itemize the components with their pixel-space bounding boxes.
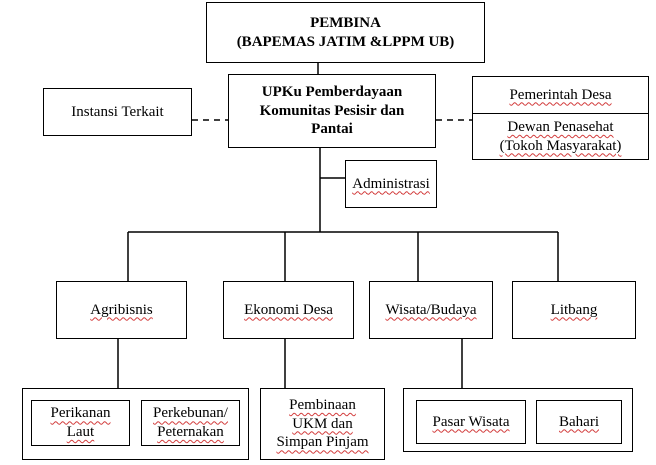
perikanan-laut-box: Perikanan Laut xyxy=(31,400,130,446)
pasar-wisata-label: Pasar Wisata xyxy=(432,413,510,430)
pembina-title: PEMBINA xyxy=(310,14,381,31)
bahari-label: Bahari xyxy=(559,413,599,430)
instansi-terkait-box: Instansi Terkait xyxy=(43,88,192,136)
ekonomi-desa-box: Ekonomi Desa xyxy=(223,281,354,339)
perkebunan-peternakan-label: Perkebunan/ Peternakan xyxy=(153,405,228,440)
pemerintah-dewan-box: Pemerintah Desa Dewan Penasehat (Tokoh M… xyxy=(472,76,649,160)
pasar-wisata-box: Pasar Wisata xyxy=(416,400,526,444)
dewan-penasehat-label: Dewan Penasehat (Tokoh Masyarakat) xyxy=(499,118,622,154)
wisata-budaya-box: Wisata/Budaya xyxy=(369,281,493,339)
wisata-budaya-label: Wisata/Budaya xyxy=(385,301,477,318)
upk-label: UPKu Pemberdayaan Komunitas Pesisir dan … xyxy=(259,83,405,138)
pembina-box: PEMBINA (BAPEMAS JATIM &LPPM UB) xyxy=(206,2,485,63)
perkebunan-peternakan-box: Perkebunan/ Peternakan xyxy=(141,400,240,446)
administrasi-label: Administrasi xyxy=(352,175,430,192)
agribisnis-box: Agribisnis xyxy=(56,281,187,339)
litbang-label: Litbang xyxy=(550,301,598,318)
wisata-sub-container: Pasar Wisata Bahari xyxy=(403,388,633,452)
pembinaan-ukm-box: Pembinaan UKM dan Simpan Pinjam xyxy=(260,388,385,460)
pembinaan-ukm-label: Pembinaan UKM dan Simpan Pinjam xyxy=(276,396,369,451)
pemerintah-desa-label: Pemerintah Desa xyxy=(509,86,612,103)
agribisnis-sub-container: Perikanan Laut Perkebunan/ Peternakan xyxy=(22,388,249,460)
bahari-box: Bahari xyxy=(536,400,622,444)
perikanan-laut-label: Perikanan Laut xyxy=(50,405,111,440)
upk-box: UPKu Pemberdayaan Komunitas Pesisir dan … xyxy=(228,74,436,148)
litbang-box: Litbang xyxy=(512,281,636,339)
agribisnis-label: Agribisnis xyxy=(90,301,153,318)
pembina-subtitle: (BAPEMAS JATIM &LPPM UB) xyxy=(236,33,455,50)
administrasi-box: Administrasi xyxy=(345,160,437,208)
ekonomi-desa-label: Ekonomi Desa xyxy=(244,301,333,318)
instansi-terkait-label: Instansi Terkait xyxy=(71,103,164,120)
